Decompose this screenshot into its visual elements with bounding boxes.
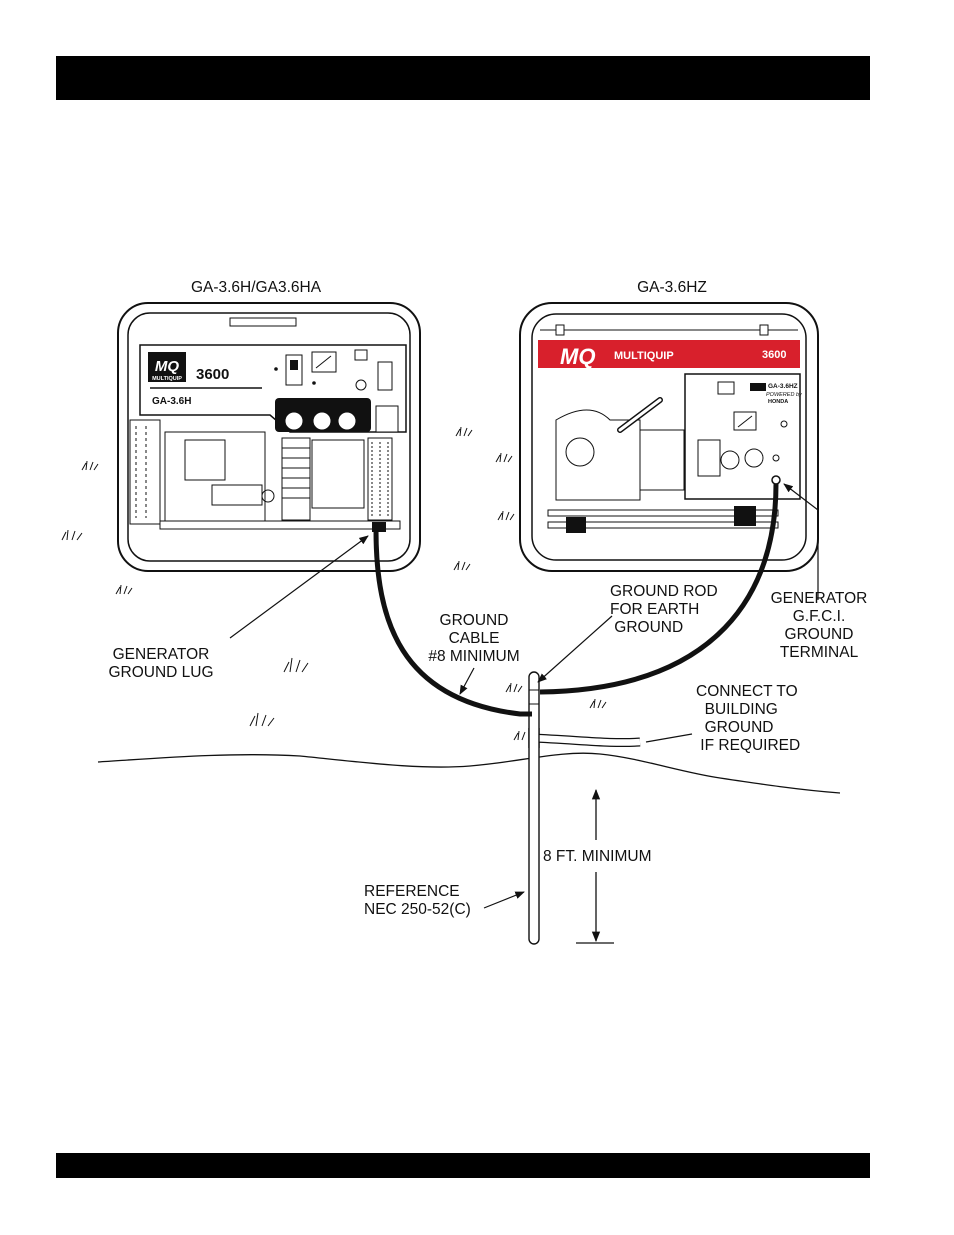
gfci-terminal-label: GENERATOR G.F.C.I. GROUND TERMINAL — [760, 590, 878, 662]
ground-lug-label: GENERATOR GROUND LUG — [96, 646, 226, 682]
depth-dimension — [576, 790, 614, 943]
right-logo-text: MQ — [560, 344, 595, 369]
ground-surface-line — [98, 753, 840, 793]
left-generator-caption: GA-3.6H/GA3.6HA — [176, 279, 336, 297]
ground-cable-label: GROUND CABLE #8 MINIMUM — [418, 612, 530, 666]
ground-cable-leader — [460, 668, 474, 694]
right-panel-model: GA-3.6HZ — [768, 383, 798, 390]
ground-rod-label: GROUND ROD FOR EARTH GROUND — [610, 583, 718, 637]
left-brand-text: MULTIQUIP — [152, 376, 182, 382]
left-mq-logo: MQ MULTIQUIP — [148, 352, 186, 382]
building-ground-label: CONNECT TO BUILDING GROUND IF REQUIRED — [696, 683, 800, 755]
left-model-number: 3600 — [196, 366, 229, 383]
depth-label: 8 FT. MINIMUM — [543, 848, 652, 866]
left-logo-text: MQ — [155, 358, 179, 375]
right-panel-powered: POWERED by — [766, 392, 803, 398]
building-ground-leader — [646, 734, 692, 742]
reference-leader — [484, 892, 524, 908]
left-model-label: GA-3.6H — [152, 396, 191, 407]
right-model-number: 3600 — [762, 349, 786, 361]
right-brand-text: MULTIQUIP — [614, 350, 674, 362]
reference-label: REFERENCE NEC 250-52(C) — [364, 883, 471, 919]
gfci-ground-terminal — [772, 476, 780, 484]
right-panel-honda: HONDA — [768, 399, 788, 405]
ground-rod-leader — [538, 616, 612, 682]
right-generator-caption: GA-3.6HZ — [612, 279, 732, 297]
